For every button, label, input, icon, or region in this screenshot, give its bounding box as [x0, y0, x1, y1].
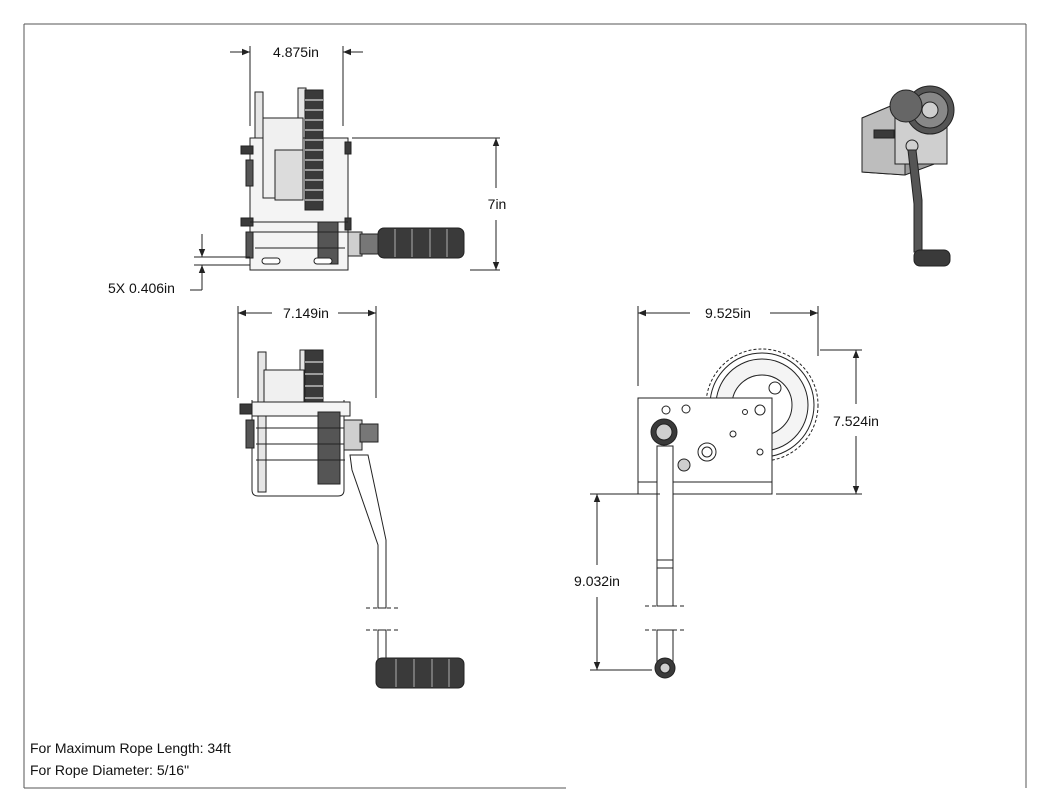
isometric-view: [861, 85, 955, 267]
front-view: [240, 87, 465, 271]
dim-front-height-label: 7in: [488, 196, 507, 212]
dim-top-height-label: 7.524in: [833, 413, 879, 429]
note-rope-diameter: For Rope Diameter: 5/16": [30, 762, 190, 778]
top-view: [637, 348, 819, 679]
dim-front-height: [352, 137, 500, 271]
note-max-rope-length: For Maximum Rope Length: 34ft: [30, 740, 231, 756]
side-break-lines: [366, 607, 398, 631]
dim-front-width-label: 4.875in: [273, 44, 319, 60]
dim-front-width: [230, 46, 363, 126]
dim-hole: [190, 234, 250, 291]
dim-crank-length-label: 9.032in: [574, 573, 620, 589]
side-view: [239, 349, 465, 689]
dim-top-width-label: 9.525in: [705, 305, 751, 321]
sheet-border: [23, 23, 1027, 789]
dim-crank-length: [590, 493, 660, 671]
dim-hole-label: 5X 0.406in: [108, 280, 175, 296]
top-break-lines: [645, 605, 686, 631]
dim-side-width: [237, 306, 377, 398]
dim-side-width-label: 7.149in: [283, 305, 329, 321]
dim-top-height: [776, 349, 862, 495]
dim-top-width: [637, 306, 819, 386]
